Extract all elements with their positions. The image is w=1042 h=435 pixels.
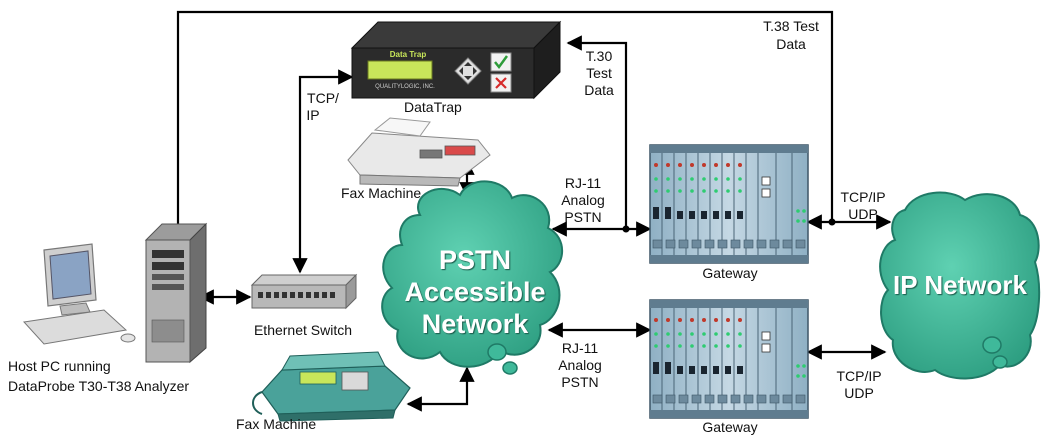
t30-label-line2: Test: [586, 65, 612, 81]
rj11-bottom-line3: PSTN: [561, 374, 599, 390]
pstn-label-line1: PSTN: [438, 245, 511, 275]
fax-top-label: Fax Machine: [341, 185, 422, 201]
t38-path-line: [176, 10, 834, 226]
tcpip-udp-top-line1: TCP/IP: [840, 189, 886, 205]
tcpip-udp-top-line2: UDP: [848, 206, 878, 222]
fax-bottom-cloud-line: [406, 366, 475, 412]
ip-network-label: IP Network: [893, 270, 1027, 300]
t38-label-line1: T.38 Test: [763, 18, 819, 34]
t30-path-line: [566, 35, 628, 229]
host-pc-label-line2: DataProbe T30-T38 Analyzer: [8, 378, 190, 394]
gateway-bottom-device: [649, 299, 809, 419]
datatrap-brand-text: QUALITYLOGIC, INC.: [375, 84, 435, 90]
gateway-top-device: [649, 144, 809, 264]
fax-machine-bottom-device: [252, 351, 411, 422]
pstn-cloud: [381, 180, 564, 375]
pstn-label-line2: Accessible: [404, 277, 546, 307]
gateway-top-label: Gateway: [702, 265, 758, 281]
t38-label-line2: Data: [776, 36, 806, 52]
datatrap-panel-text: Data Trap: [389, 50, 427, 59]
fax-bottom-label: Fax Machine: [236, 416, 317, 432]
rj11-top-line2: Analog: [561, 192, 605, 208]
pstn-label-line3: Network: [421, 309, 529, 339]
ip-network-cloud: [879, 191, 1041, 380]
tcpip-udp-bottom-line2: UDP: [844, 385, 874, 401]
rj11-bottom-line1: RJ-11: [561, 340, 599, 356]
junction-dot-t30: [622, 225, 630, 233]
datatrap-label: DataTrap: [404, 99, 462, 115]
rj11-top-line3: PSTN: [564, 209, 602, 225]
ethernet-switch-label: Ethernet Switch: [253, 322, 353, 338]
ethernet-switch-device: [250, 273, 358, 310]
tcp-ip-label-line1: TCP/: [307, 90, 339, 106]
fax-machine-top-device: [347, 117, 491, 187]
tcp-ip-label-line2: IP: [306, 107, 320, 123]
junction-dot-t38: [828, 218, 836, 226]
tcpip-udp-bottom-line1: TCP/IP: [836, 368, 882, 384]
host-pc-label-line1: Host PC running: [8, 358, 111, 374]
host-pc-device: [23, 222, 208, 364]
connection-lines: [176, 10, 892, 412]
tcpip-switch-datatrap-line: [292, 69, 354, 274]
gateway-bottom-label: Gateway: [702, 419, 758, 435]
datatrap-device: [350, 20, 562, 100]
t30-label-line1: T.30: [585, 48, 613, 64]
rj11-top-line1: RJ-11: [564, 175, 602, 191]
t30-label-line3: Data: [584, 82, 614, 98]
rj11-bottom-line2: Analog: [558, 357, 602, 373]
